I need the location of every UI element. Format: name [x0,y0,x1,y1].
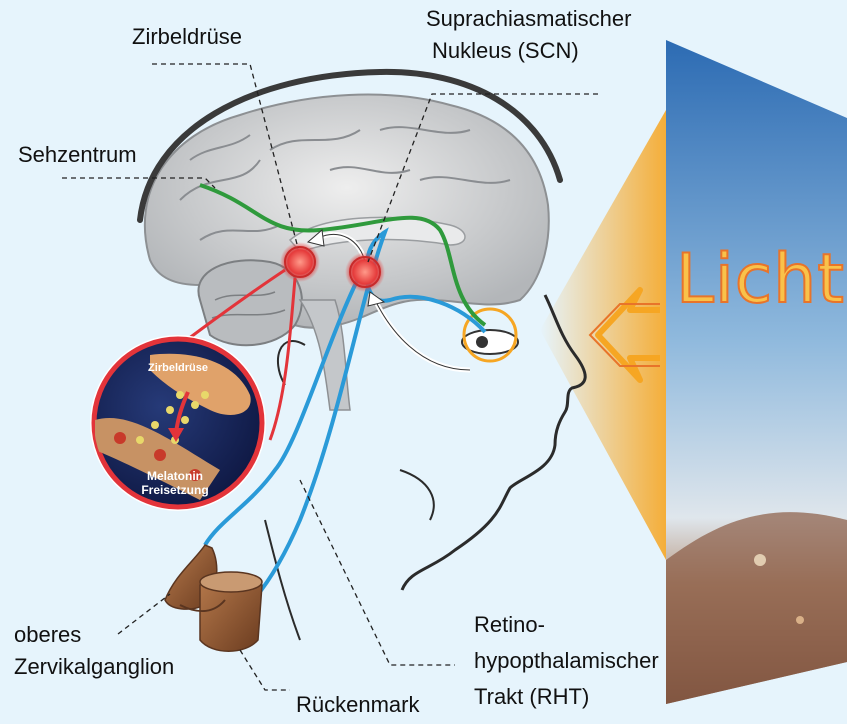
label-rht-line1: Retino- [474,610,545,639]
label-scn-line1: Suprachiasmatischer [426,4,631,33]
sunlight-photo-panel [666,40,847,704]
label-scn-line2: Nukleus (SCN) [432,36,579,65]
label-rht-line2: hypopthalamischer [474,646,659,675]
jaw-outline [400,470,434,520]
inset-caption-line2: Freisetzung [125,484,225,497]
label-light: Licht [676,240,845,320]
label-pineal-gland: Zirbeldrüse [132,22,242,51]
inset-title: Zirbeldrüse [128,362,228,375]
label-ganglion-line2: Zervikalganglion [14,652,174,681]
label-spinal-cord: Rückenmark [296,690,419,719]
label-rht-line3: Trakt (RHT) [474,682,589,711]
inset-caption-line1: Melatonin [125,470,225,483]
label-ganglion-line1: oberes [14,620,81,649]
ear-outline [278,341,305,385]
label-visual-center: Sehzentrum [18,140,137,169]
